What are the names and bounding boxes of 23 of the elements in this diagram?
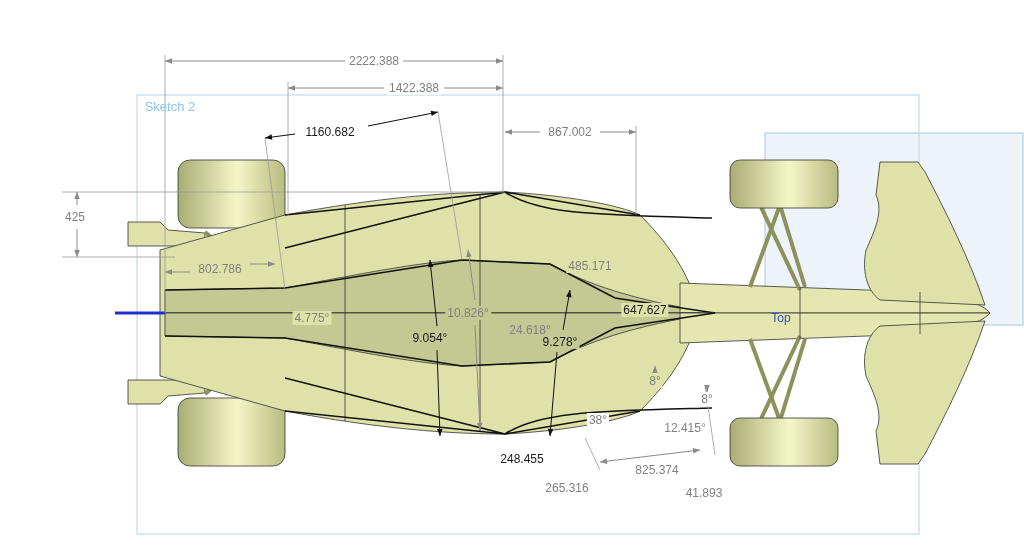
dimension-label: 425 <box>63 210 87 224</box>
dimension-label: 867.002 <box>546 125 594 139</box>
dimension-label: 2222.388 <box>346 54 402 68</box>
dimension-label: 4.775° <box>292 311 332 325</box>
dimension-label: 9.278° <box>540 335 580 349</box>
dimension-label: 8° <box>699 392 715 406</box>
dimension-label: 1160.682 <box>303 125 357 139</box>
dimension-label: 12.415° <box>662 421 708 435</box>
dimension-label: 248.455 <box>498 452 546 466</box>
dimension-label: 1422.388 <box>386 81 442 95</box>
dimension-label: 485.171 <box>566 259 614 273</box>
dimension-label: 647.627 <box>621 303 669 317</box>
sketch-name: Sketch 2 <box>143 100 197 114</box>
dimension-label: 265.316 <box>543 481 591 495</box>
dimension-label: 24.618° <box>507 323 553 337</box>
dimension-label: 9.054° <box>410 331 450 345</box>
plane-name: Top <box>770 311 792 325</box>
dimension-label: 8° <box>647 374 663 388</box>
dimension-label: 38° <box>586 413 610 427</box>
dimension-label: 802.786 <box>196 262 244 276</box>
dimension-label: 825.374 <box>633 463 681 477</box>
dimension-label: 10.826° <box>445 306 491 320</box>
dimension-label: 41.893 <box>683 486 725 500</box>
